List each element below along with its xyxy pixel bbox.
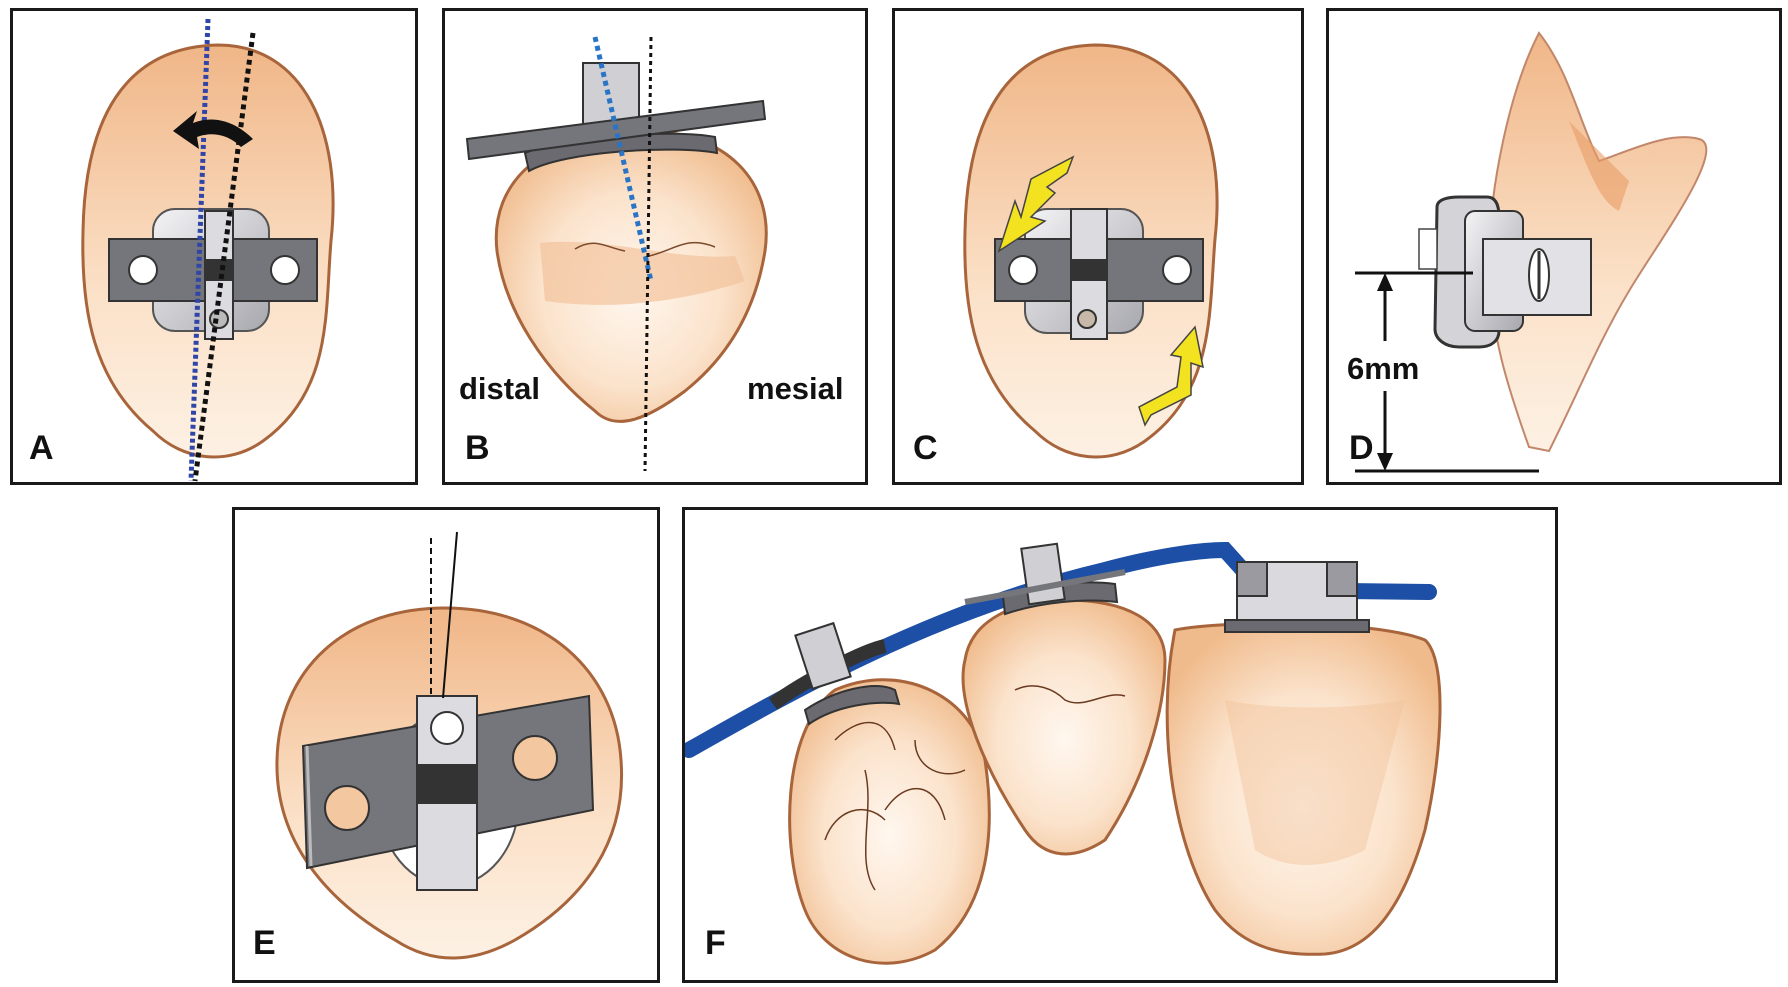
bracket-pad-premolar [803,685,901,726]
yellow-arrow-lower-icon [1138,325,1204,427]
mesial-label: mesial [747,371,844,406]
panel-label: C [913,429,938,467]
axis-blue-dotted [592,36,654,282]
panel-d: 6mm D [1326,8,1782,485]
panel-a-illustration [81,18,335,482]
panel-c-illustration [963,43,1219,459]
panel-e: E [232,507,660,983]
distal-label: distal [459,371,540,406]
panel-label: D [1349,429,1374,467]
rotation-arrow-icon [173,111,253,149]
panel-a: A [10,8,418,485]
long-axis-black-dotted [192,32,256,482]
panel-e-illustration [275,531,624,960]
panel-c: C [892,8,1304,485]
incisor-labial [1165,621,1442,956]
gauge-hole-right [270,255,300,285]
panel-label: A [29,429,54,467]
premolar-occlusal [788,678,991,965]
panel-f-illustration [685,541,1442,965]
panel-label: E [253,924,276,962]
panel-label: F [705,924,726,962]
panel-d-illustration [1355,31,1708,473]
panel-b-illustration [465,36,768,472]
gauge-bar [465,99,767,161]
panel-f: F [682,507,1558,983]
axis-black-dotted [643,36,653,472]
yellow-arrow-upper-icon [997,155,1075,253]
reference-line-solid [442,531,458,699]
long-axis-blue-dotted [188,18,211,482]
measurement-label: 6mm [1347,351,1420,386]
canine-incisal [961,598,1167,856]
panel-b: distal mesial B [442,8,868,485]
gauge-hole-left [128,255,158,285]
panel-label: B [465,429,490,467]
